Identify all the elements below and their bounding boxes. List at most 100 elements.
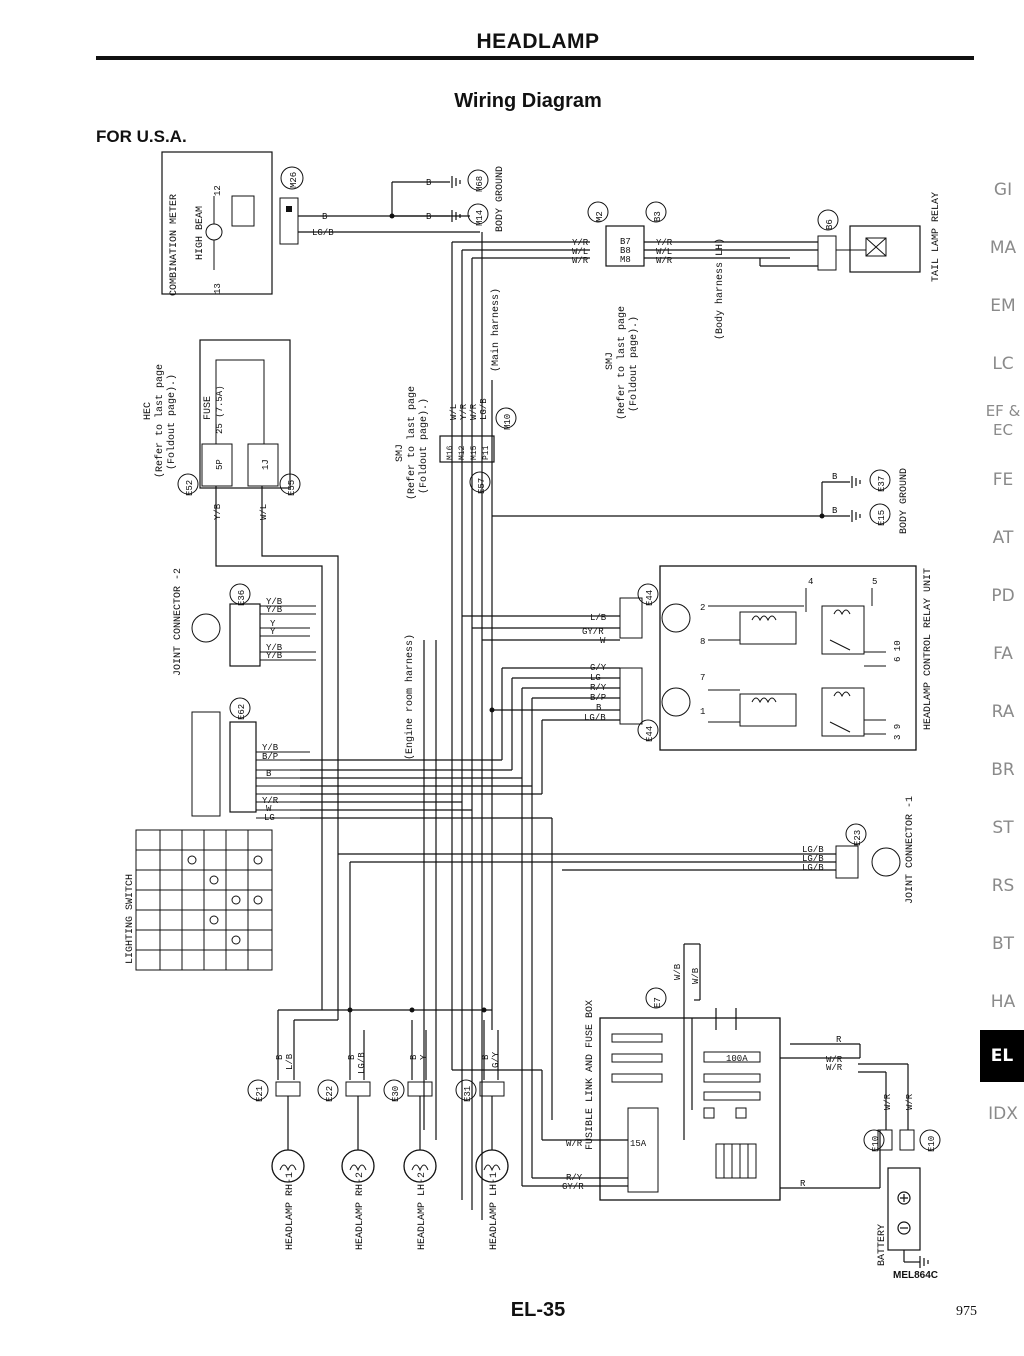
wire-label-wr-fuse3: W/R bbox=[826, 1063, 843, 1073]
wire-label-yr-smj: Y/R bbox=[459, 403, 469, 420]
page-id: EL-35 bbox=[510, 1299, 566, 1321]
lighting-switch-label: LIGHTING SWITCH bbox=[125, 874, 136, 964]
wire-label-lgb-rh2: LG/B bbox=[357, 1052, 367, 1074]
tail-lamp-relay bbox=[849, 225, 921, 273]
fuse-100a-label: 100A bbox=[726, 1054, 748, 1064]
side-tab-ma[interactable]: MA bbox=[989, 238, 1017, 258]
joint-connector-2-label: JOINT CONNECTOR -2 bbox=[173, 568, 184, 676]
side-tab-lc[interactable]: LC bbox=[992, 354, 1014, 374]
wire-label-ry-fuse: R/Y bbox=[566, 1173, 583, 1183]
body-ground-label-bottom: BODY GROUND bbox=[899, 468, 910, 534]
wire-label-b-sw: B bbox=[266, 769, 272, 779]
connector-e10: E10 bbox=[871, 1136, 881, 1152]
joint-connector-2 bbox=[229, 603, 261, 667]
headlamp-control-relay-unit bbox=[659, 565, 917, 751]
terminal-5p: 5P bbox=[215, 459, 225, 470]
side-tab-gi[interactable]: GI bbox=[993, 180, 1013, 200]
side-tab-rs[interactable]: RS bbox=[991, 876, 1015, 896]
tail-lamp-relay-label: TAIL LAMP RELAY bbox=[931, 192, 942, 282]
lighting-switch-connector bbox=[229, 721, 257, 813]
fusible-link-label: FUSIBLE LINK AND FUSE BOX bbox=[585, 1000, 596, 1150]
wire-label-wr-bat1: W/R bbox=[883, 1093, 893, 1110]
hec-ref-label: (Refer to last page bbox=[154, 364, 166, 478]
connector-e30: E30 bbox=[391, 1086, 401, 1102]
side-tab-bt[interactable]: BT bbox=[991, 934, 1015, 954]
wire-label-yr-b: Y/R bbox=[656, 238, 673, 248]
body-ground-label-top: BODY GROUND bbox=[495, 166, 506, 232]
smj-m-block bbox=[439, 435, 495, 463]
title-rule bbox=[96, 56, 974, 60]
wire-label-wb-2: W/B bbox=[691, 967, 701, 984]
wire-label-lg-sw: LG bbox=[264, 813, 275, 823]
headlamp-lh2-label: HEADLAMP LH-2 bbox=[417, 1172, 428, 1250]
combination-meter-label: COMBINATION METER bbox=[169, 194, 180, 296]
side-tab-ef-ec[interactable]: EF & EC bbox=[985, 402, 1021, 439]
wire-label-wl-hec: W/L bbox=[259, 504, 269, 520]
connector-e36: E36 bbox=[237, 590, 247, 606]
relay-terminal-6-10: 6 10 bbox=[893, 640, 903, 662]
side-tab-ra[interactable]: RA bbox=[991, 702, 1015, 722]
wire-label-wr-fuse: W/R bbox=[566, 1139, 583, 1149]
connector-e55: E55 bbox=[287, 480, 297, 496]
side-tab-br[interactable]: BR bbox=[991, 760, 1015, 780]
connector-m26: M26 bbox=[289, 172, 299, 188]
wire-label-lb-rh1: L/B bbox=[285, 1053, 295, 1070]
connector-e62: E62 bbox=[237, 704, 247, 720]
side-tab-idx[interactable]: IDX bbox=[988, 1104, 1018, 1124]
region-label: FOR U.S.A. bbox=[96, 127, 187, 146]
terminal-1j: 1J bbox=[261, 459, 271, 470]
wire-label-yb-j2: Y/B bbox=[266, 605, 283, 615]
headlamp-lh2-symbol: E30 HEADLAMP LH-2 bbox=[383, 1079, 437, 1250]
connector-e15: E15 bbox=[877, 510, 887, 526]
page-title: HEADLAMP bbox=[476, 30, 600, 53]
battery-symbol bbox=[887, 1167, 929, 1268]
connector-e57: E57 bbox=[477, 478, 487, 494]
wire-label-wr-bat2: W/R bbox=[905, 1093, 915, 1110]
wire-label-b-relay: B bbox=[596, 703, 602, 713]
high-beam-label: HIGH BEAM bbox=[195, 206, 206, 260]
side-tab-em[interactable]: EM bbox=[990, 296, 1016, 316]
lighting-switch-grid bbox=[135, 829, 273, 971]
wire-label-wb-1: W/B bbox=[673, 963, 683, 980]
side-tab-pd[interactable]: PD bbox=[991, 586, 1015, 606]
side-tab-st[interactable]: ST bbox=[992, 818, 1014, 838]
relay-terminal-3-9: 3 9 bbox=[893, 724, 903, 740]
side-tab-at[interactable]: AT bbox=[992, 528, 1014, 548]
connector-e7: E7 bbox=[653, 997, 663, 1008]
side-tab-el[interactable]: EL bbox=[980, 1030, 1024, 1082]
headlamp-control-label: HEADLAMP CONTROL RELAY UNIT bbox=[923, 568, 934, 730]
wire-label-wr: W/R bbox=[572, 256, 589, 266]
wire-label-yr: Y/R bbox=[572, 238, 589, 248]
smj-ref-label2: (Refer to last page bbox=[406, 386, 418, 500]
connector-e23: E23 bbox=[853, 830, 863, 846]
connector-m2: M2 bbox=[595, 211, 605, 222]
wire-label-wl-b: W/L bbox=[656, 247, 672, 257]
connector-b3: B3 bbox=[653, 211, 663, 222]
terminal-b8: B8 bbox=[620, 246, 631, 256]
terminal-m16: M16 bbox=[446, 445, 455, 460]
engine-room-harness-label: (Engine room harness) bbox=[404, 634, 416, 760]
side-tab-fe[interactable]: FE bbox=[992, 470, 1014, 490]
smj-ref-b2: (Refer to last page bbox=[616, 306, 628, 420]
wire-label-yb-j3: Y/B bbox=[266, 643, 283, 653]
connector-e44-top: E44 bbox=[645, 590, 655, 606]
drawing-code: MEL864C bbox=[893, 1270, 939, 1281]
headlamp-rh1-label: HEADLAMP RH-1 bbox=[285, 1172, 296, 1250]
side-tab-ha[interactable]: HA bbox=[990, 992, 1016, 1012]
wire-label-y-j1: Y bbox=[270, 619, 276, 629]
wire-label-gyr-fuse: GY/R bbox=[562, 1182, 584, 1192]
connector-e21: E21 bbox=[255, 1086, 265, 1102]
connector-m14: M14 bbox=[475, 210, 485, 226]
relay-terminal-1: 1 bbox=[700, 707, 705, 717]
joint-connector-1-label: JOINT CONNECTOR -1 bbox=[905, 796, 916, 904]
wire-label-wr-fuse2: W/R bbox=[826, 1055, 843, 1065]
connector-e10b: E10 bbox=[927, 1136, 937, 1152]
smj-ref-label3: (Foldout page).) bbox=[418, 398, 430, 494]
side-tab-fa[interactable]: FA bbox=[993, 644, 1013, 664]
wire-label-w-relay: W bbox=[600, 636, 606, 646]
wire-label-w-sw: W bbox=[266, 804, 272, 814]
wire-label-lgb-j1: LG/B bbox=[802, 845, 824, 855]
wire-label-yb-sw: Y/B bbox=[262, 743, 279, 753]
wire-label-b-lh2: B bbox=[409, 1054, 419, 1060]
wire-label-wr-smj: W/R bbox=[469, 403, 479, 420]
